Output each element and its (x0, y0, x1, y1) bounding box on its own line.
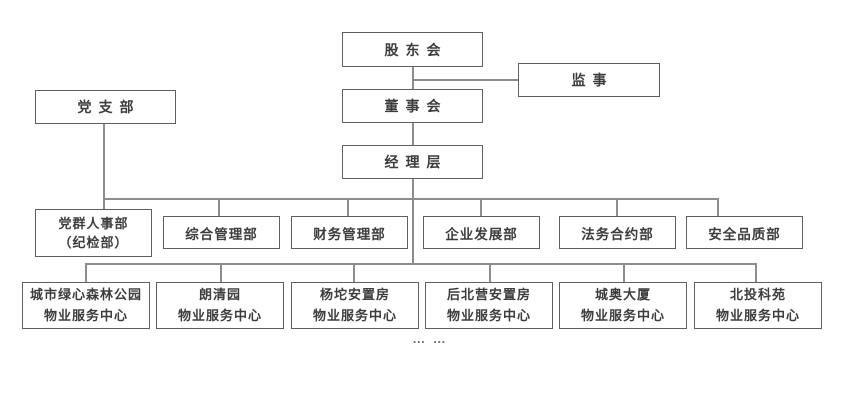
node-board-label: 董事会 (384, 98, 448, 114)
node-shareholders-label: 股东会 (384, 41, 448, 58)
connector-stub-safety-quality (717, 198, 719, 216)
center-yangtuo-line2: 物业服务中心 (312, 307, 397, 323)
connector-stub-center-6 (755, 263, 757, 283)
dept-general-admin: 综合管理部 (163, 216, 280, 249)
connector-management-bottom-bus (412, 178, 414, 264)
node-supervisor: 监事 (518, 63, 660, 97)
dept-finance: 财务管理部 (291, 216, 408, 249)
connector-stub-finance (347, 198, 349, 216)
dept-general-admin-label: 综合管理部 (185, 226, 258, 242)
dept-party-personnel-line2: （纪检部） (58, 235, 129, 250)
center-houbeiying-line2: 物业服务中心 (446, 307, 531, 323)
dept-safety-quality-label: 安全品质部 (708, 226, 781, 242)
connector-stub-center-5 (623, 263, 625, 283)
center-chengao-tower-line2: 物业服务中心 (580, 307, 665, 323)
dept-enterprise-dev-label: 企业发展部 (445, 226, 518, 242)
dept-party-personnel-line1: 党群人事部 (58, 215, 129, 231)
connector-stub-enterprise-dev (480, 198, 482, 216)
connector-board-management (412, 123, 414, 146)
node-management: 经理层 (342, 145, 483, 179)
connector-bottom-bus (85, 263, 757, 265)
center-yangtuo: 杨坨安置房 物业服务中心 (291, 282, 419, 329)
connector-stub-center-3 (353, 263, 355, 283)
connector-stub-general-admin (218, 198, 220, 216)
center-langqingyuan-line2: 物业服务中心 (177, 307, 262, 323)
dept-safety-quality: 安全品质部 (686, 216, 803, 249)
dept-party-personnel: 党群人事部 （纪检部） (35, 209, 152, 257)
dept-enterprise-dev: 企业发展部 (423, 216, 540, 249)
connector-stub-legal-contract (616, 198, 618, 216)
center-houbeiying-line1: 后北营安置房 (446, 287, 531, 303)
center-langqingyuan: 朗清园 物业服务中心 (156, 282, 284, 329)
connector-stub-center-2 (220, 263, 222, 283)
dept-finance-label: 财务管理部 (313, 226, 386, 242)
node-board: 董事会 (342, 89, 483, 123)
connector-supervisor (412, 79, 519, 81)
connector-stub-center-4 (489, 263, 491, 283)
node-supervisor-label: 监事 (571, 72, 614, 88)
center-beitou-keyuan-line2: 物业服务中心 (715, 307, 800, 323)
connector-party-branch-dept (103, 123, 105, 210)
center-chengao-tower: 城奥大厦 物业服务中心 (559, 282, 687, 329)
node-shareholders: 股东会 (342, 32, 483, 67)
node-party-branch-label: 党支部 (77, 99, 141, 115)
center-beitou-keyuan-line1: 北投科苑 (729, 287, 786, 303)
connector-shareholders-board (412, 66, 414, 90)
dept-legal-contract: 法务合约部 (559, 216, 676, 249)
center-chengao-tower-line1: 城奥大厦 (594, 287, 651, 303)
center-langqingyuan-line1: 朗清园 (198, 287, 241, 303)
connector-middle-bus (103, 198, 718, 200)
center-beitou-keyuan: 北投科苑 物业服务中心 (694, 282, 822, 329)
dept-legal-contract-label: 法务合约部 (581, 226, 654, 242)
connector-stub-center-1 (85, 263, 87, 283)
center-greenheart-park-line2: 物业服务中心 (43, 307, 128, 323)
node-management-label: 经理层 (384, 154, 448, 170)
center-yangtuo-line1: 杨坨安置房 (319, 287, 390, 303)
center-houbeiying: 后北营安置房 物业服务中心 (425, 282, 553, 329)
more-centers-ellipsis: … … (412, 331, 448, 346)
center-greenheart-park: 城市绿心森林公园 物业服务中心 (22, 282, 150, 329)
node-party-branch: 党支部 (35, 90, 176, 124)
center-greenheart-park-line1: 城市绿心森林公园 (29, 287, 142, 303)
